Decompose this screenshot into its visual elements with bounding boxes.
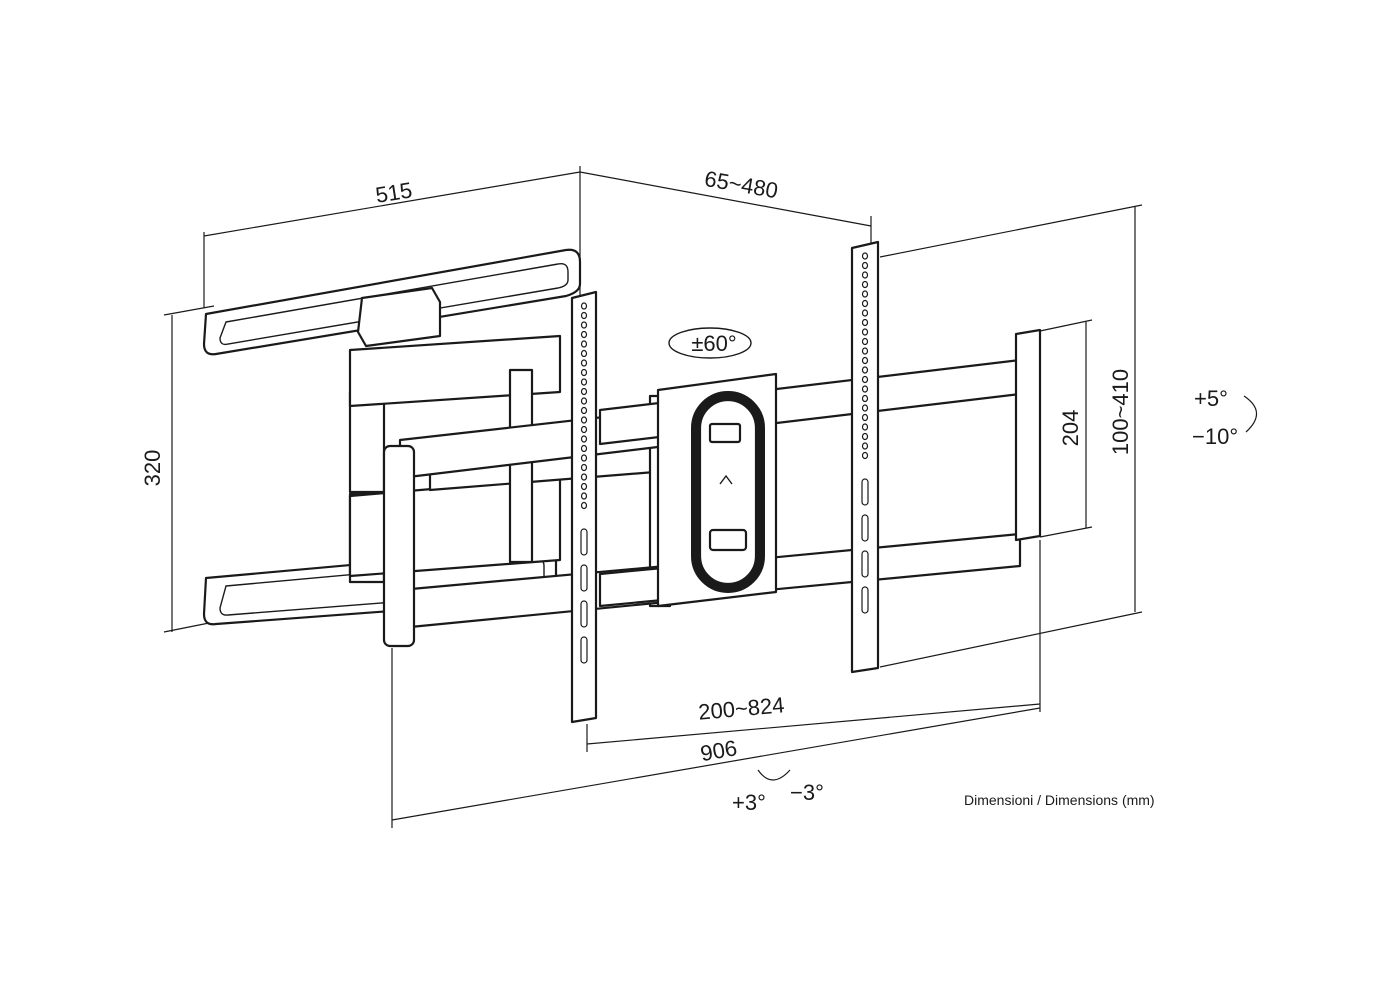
dim-320-ext-bottom xyxy=(163,621,215,633)
rail-hole xyxy=(580,425,588,434)
rail-hole xyxy=(861,394,869,403)
front-vertical-bar xyxy=(382,444,416,648)
rail-slot xyxy=(861,550,869,578)
rail-hole xyxy=(861,451,869,460)
caption: Dimensioni / Dimensions (mm) xyxy=(964,792,1155,808)
label-level-minus: −3° xyxy=(790,780,824,805)
dim-204-ext-top xyxy=(1039,319,1093,332)
rail-hole xyxy=(580,387,588,396)
label-tilt-up: +5° xyxy=(1194,386,1228,411)
arm-segment-1 xyxy=(348,334,562,408)
rail-hole xyxy=(580,397,588,405)
level-indicator: +3° −3° xyxy=(732,769,824,815)
rail-hole xyxy=(580,349,588,358)
rail-hole xyxy=(861,375,869,384)
up-arrow-icon xyxy=(719,474,733,485)
dim-100-410-ext-top xyxy=(879,204,1143,258)
tilt-indicator: +5° −10° xyxy=(1192,386,1258,449)
dim-906-line xyxy=(391,707,1041,821)
label-100-410: 100~410 xyxy=(1108,369,1133,455)
right-side-bracket xyxy=(1014,328,1042,542)
rail-slot xyxy=(861,586,869,614)
label-200-824: 200~824 xyxy=(697,692,785,724)
upper-hinge-block xyxy=(356,286,442,348)
rail-slot xyxy=(580,564,588,592)
rail-hole xyxy=(861,356,869,365)
rail-hole xyxy=(861,261,869,270)
rail-hole xyxy=(580,311,588,320)
rail-hole xyxy=(861,432,869,441)
dim-204-ext-bottom xyxy=(1039,526,1093,538)
rail-hole xyxy=(861,252,869,260)
center-lock-bottom xyxy=(708,528,748,552)
rail-hole xyxy=(580,416,588,424)
wall-post-upper xyxy=(348,390,386,494)
rail-hole xyxy=(580,492,588,500)
rail-holes-right xyxy=(861,252,869,614)
rail-slot xyxy=(580,600,588,628)
rail-hole xyxy=(580,378,588,386)
swivel-icon xyxy=(668,327,752,359)
dim-320-ext-top xyxy=(163,305,215,316)
rail-hole xyxy=(580,444,588,453)
rail-hole xyxy=(861,318,869,327)
rail-slot xyxy=(861,514,869,542)
level-arrow-icon xyxy=(757,769,791,781)
rail-hole xyxy=(861,337,869,346)
rail-slot xyxy=(580,528,588,556)
rail-hole xyxy=(580,359,588,367)
arm-pivot-post-1 xyxy=(508,368,534,564)
label-tilt-down: −10° xyxy=(1192,424,1238,449)
label-swivel: ±60° xyxy=(691,331,736,356)
rail-slot xyxy=(861,478,869,506)
dimension-lines xyxy=(163,166,1143,828)
rail-hole xyxy=(861,413,869,422)
rail-hole xyxy=(861,299,869,308)
rail-hole xyxy=(861,404,869,412)
rail-hole xyxy=(861,271,869,279)
rail-hole xyxy=(861,347,869,355)
rail-hole xyxy=(580,463,588,472)
tv-bracket xyxy=(570,240,1042,724)
tilt-arrow-icon xyxy=(1243,395,1258,433)
center-lock-top xyxy=(708,422,742,444)
label-level-plus: +3° xyxy=(732,790,766,815)
rail-hole xyxy=(861,328,869,336)
rail-hole xyxy=(580,435,588,443)
rail-hole xyxy=(861,442,869,450)
rail-holes xyxy=(580,302,588,664)
rail-hole xyxy=(580,340,588,348)
rail-slot xyxy=(580,636,588,664)
dim-65-480-line xyxy=(579,171,872,227)
rail-hole xyxy=(580,321,588,329)
label-204: 204 xyxy=(1058,410,1083,447)
rail-hole xyxy=(861,280,869,289)
dim-100-410-ext-bottom xyxy=(879,611,1143,668)
rail-hole xyxy=(580,368,588,377)
rail-hole xyxy=(861,423,869,431)
label-320: 320 xyxy=(140,450,165,487)
rail-hole xyxy=(580,330,588,339)
rail-hole xyxy=(580,406,588,415)
rail-hole xyxy=(580,302,588,310)
dim-515-line xyxy=(203,171,581,237)
rail-hole xyxy=(861,290,869,298)
rail-hole xyxy=(861,366,869,374)
label-65-480: 65~480 xyxy=(703,166,780,203)
rail-hole xyxy=(580,482,588,491)
rail-hole xyxy=(861,309,869,317)
rail-hole xyxy=(580,454,588,462)
wall-plate-upper xyxy=(202,248,582,356)
rail-hole xyxy=(580,473,588,481)
rail-hole xyxy=(580,501,588,510)
rail-hole xyxy=(861,385,869,393)
swivel-indicator: ±60° xyxy=(668,327,752,359)
dim-200-824-line xyxy=(586,703,1041,745)
label-515: 515 xyxy=(374,177,414,207)
